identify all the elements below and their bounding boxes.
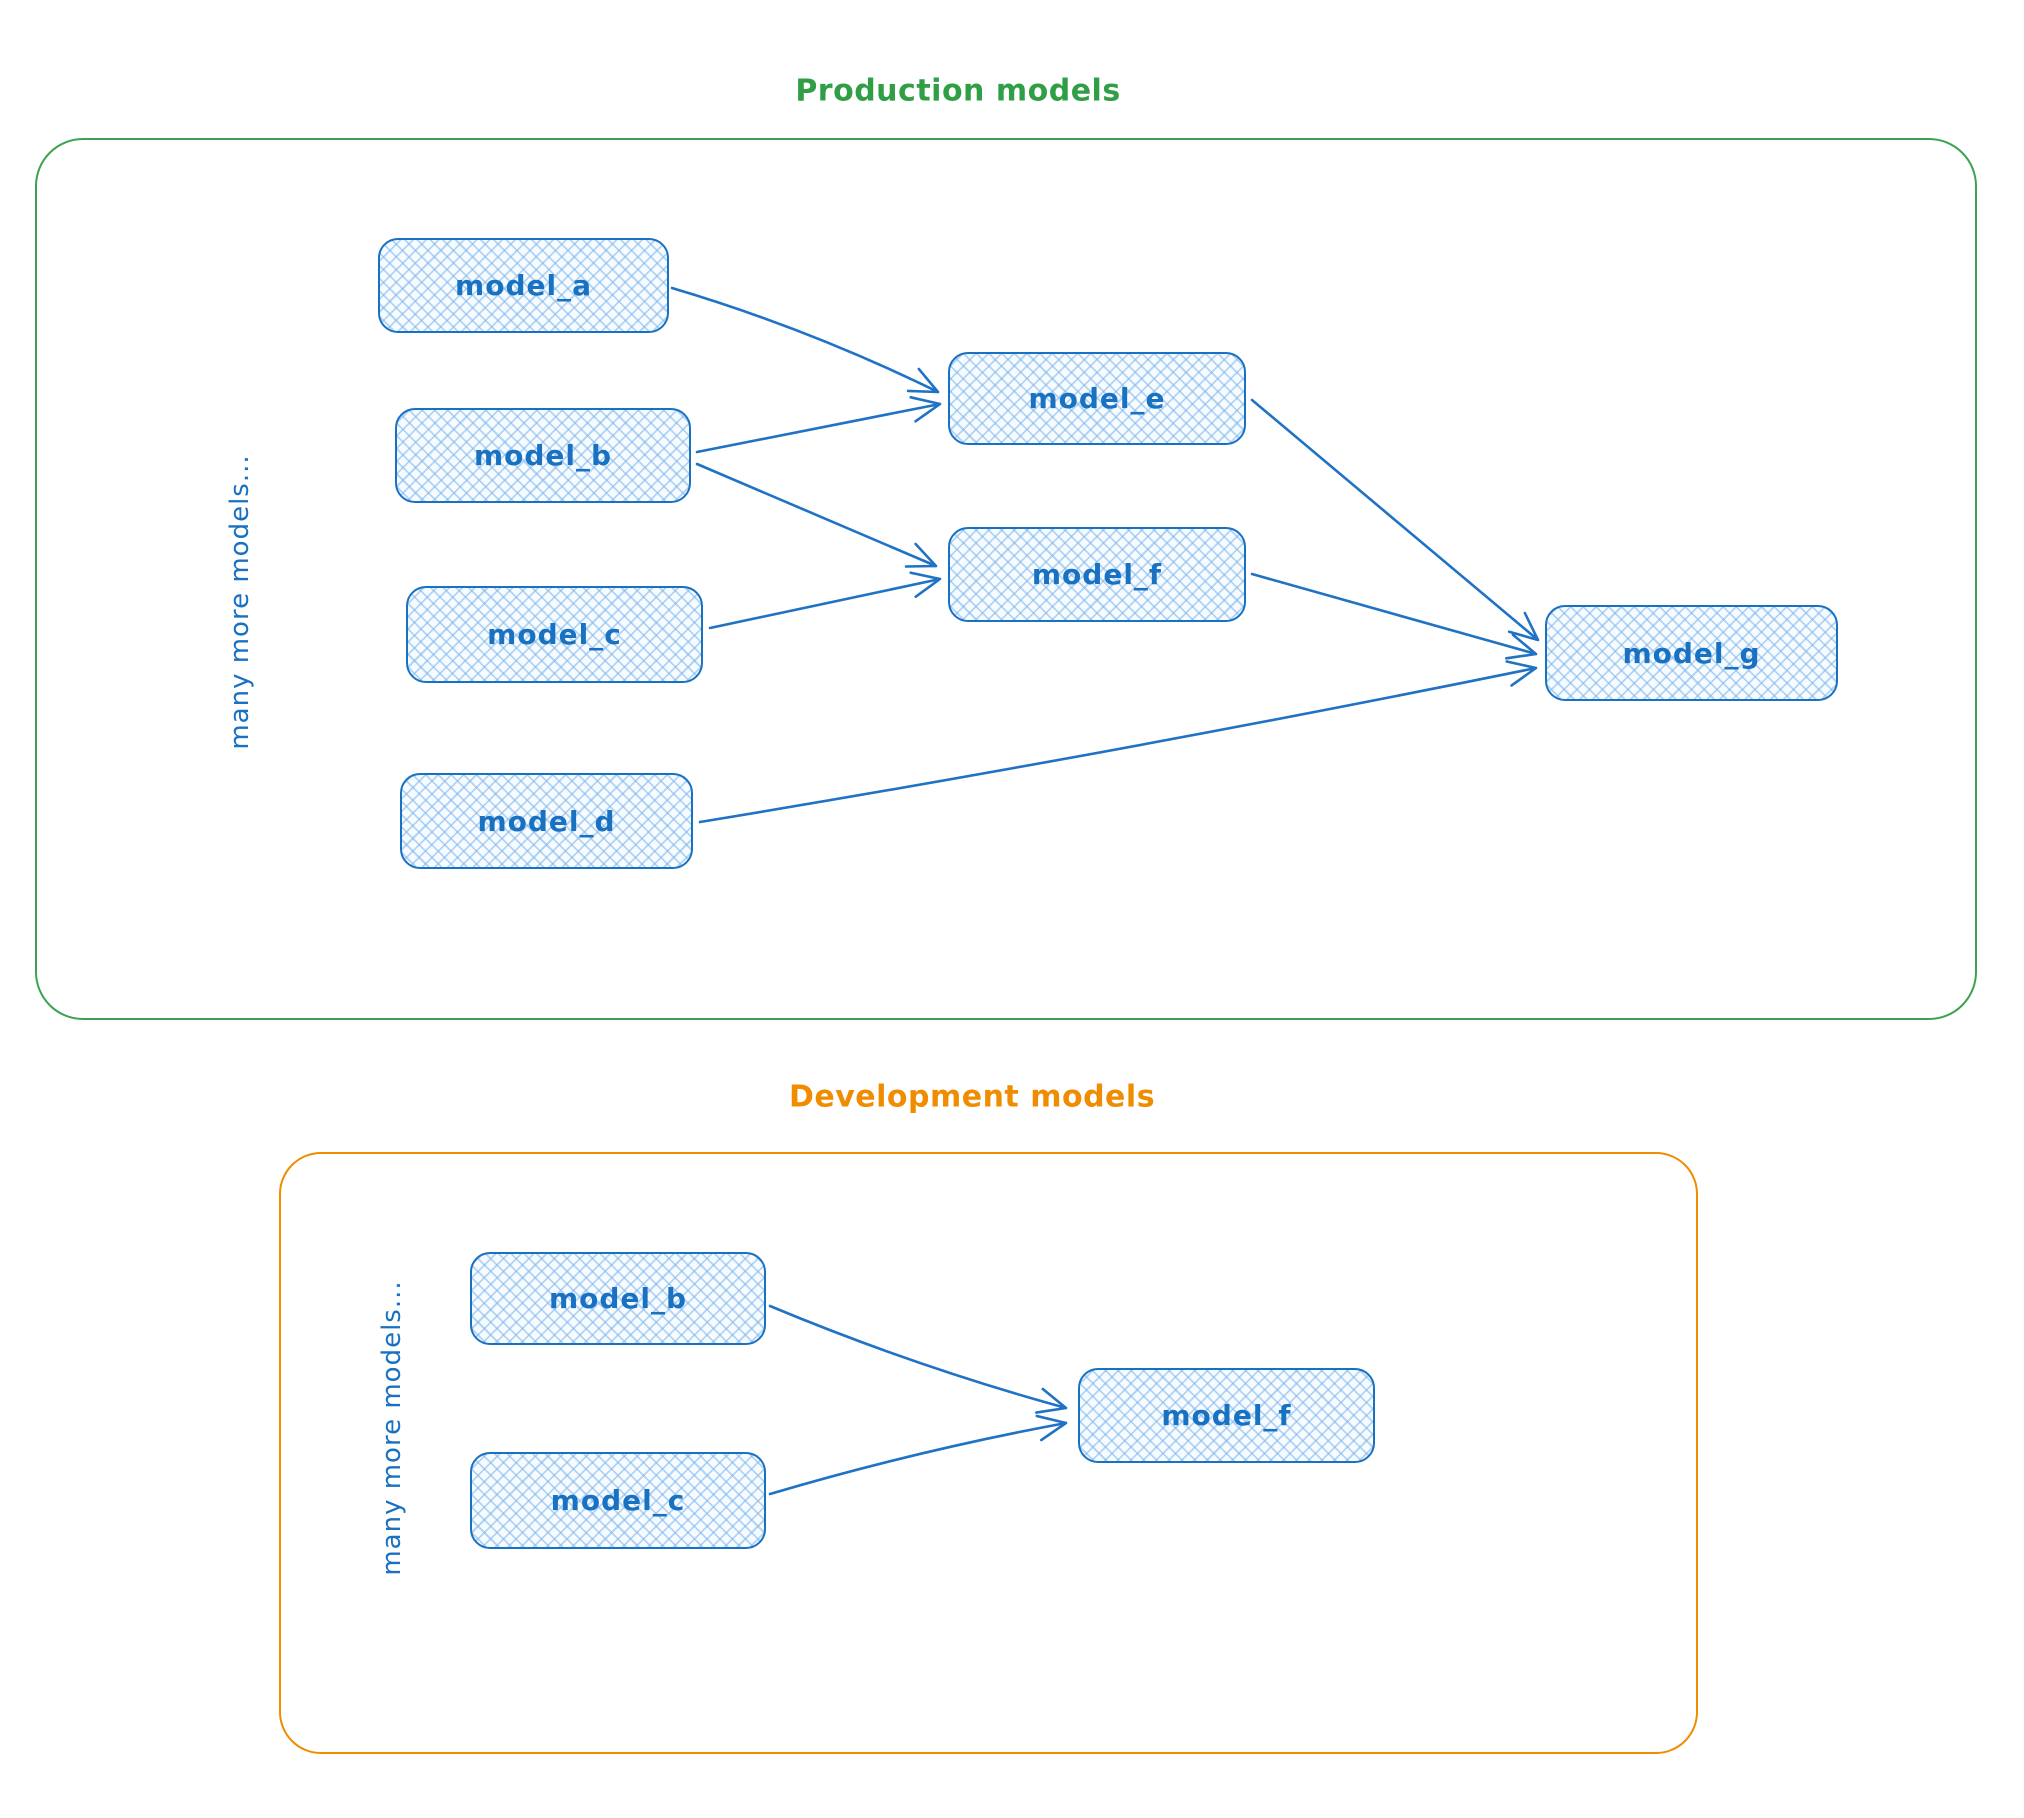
node-prod_c: model_c xyxy=(406,586,703,683)
node-label: model_c xyxy=(550,1484,686,1517)
node-prod_g: model_g xyxy=(1545,605,1838,701)
development-side-label: many more models... xyxy=(377,1280,407,1576)
node-prod_a: model_a xyxy=(378,238,669,333)
node-label: model_f xyxy=(1161,1399,1292,1432)
node-dev_c: model_c xyxy=(470,1452,766,1549)
node-prod_f: model_f xyxy=(948,527,1246,622)
node-label: model_f xyxy=(1031,558,1163,591)
production-section-title: Production models xyxy=(795,73,1121,109)
production-section-box xyxy=(35,138,1977,1020)
node-label: model_a xyxy=(455,269,592,302)
node-label: model_g xyxy=(1622,636,1761,670)
node-label: model_e xyxy=(1028,382,1166,415)
production-side-label: many more models... xyxy=(225,454,255,750)
node-prod_d: model_d xyxy=(400,773,693,869)
development-section-box xyxy=(279,1152,1698,1754)
node-label: model_d xyxy=(477,804,616,838)
node-label: model_b xyxy=(548,1282,688,1315)
node-prod_e: model_e xyxy=(948,352,1246,445)
development-section-title: Development models xyxy=(788,1079,1156,1115)
node-label: model_c xyxy=(487,618,622,651)
node-dev_b: model_b xyxy=(470,1252,766,1345)
node-label: model_b xyxy=(473,439,613,472)
node-dev_f: model_f xyxy=(1078,1368,1375,1463)
node-prod_b: model_b xyxy=(395,408,691,503)
